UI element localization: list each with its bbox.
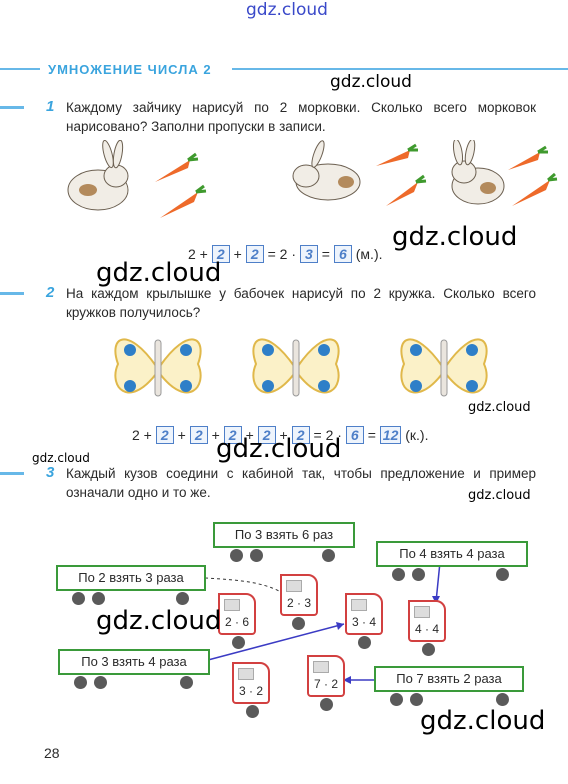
truck-body[interactable]: По 2 взять 3 раза	[56, 565, 206, 591]
wheel-icon	[422, 643, 435, 656]
butterfly-icon	[400, 338, 488, 397]
task3-number: 3	[46, 464, 55, 481]
answer-box[interactable]: 2	[245, 245, 264, 263]
wheel-icon	[250, 549, 263, 562]
cab-label: 4 · 4	[414, 622, 439, 636]
wheel-icon	[92, 592, 105, 605]
wheel-icon	[410, 693, 423, 706]
wheel-icon	[358, 636, 371, 649]
watermark: gdz.cloud	[216, 434, 342, 464]
wheel-icon	[72, 592, 85, 605]
cab-window	[286, 580, 302, 592]
butterfly-icon	[114, 338, 202, 397]
watermark: gdz.cloud	[468, 488, 531, 503]
carrot-icon	[376, 143, 427, 206]
eq-text: = 2 ·	[313, 427, 342, 443]
truck-body[interactable]: По 3 взять 6 раз	[213, 522, 355, 548]
answer-box[interactable]: 12	[379, 426, 402, 444]
cab-window	[351, 599, 367, 611]
answer-box[interactable]: 2	[155, 426, 174, 444]
task3-text: Каждый кузов соедини с кабиной так, чтоб…	[66, 466, 536, 500]
truck-cab[interactable]: 4 · 4	[408, 600, 446, 642]
truck-cab[interactable]: 3 · 4	[345, 593, 383, 635]
truck-body[interactable]: По 7 взять 2 раза	[374, 666, 524, 692]
task1-text: Каждому зайчику нарисуй по 2 морковки. С…	[66, 100, 536, 134]
eq-text: = 2 ·	[267, 246, 297, 262]
watermark: gdz.cloud	[32, 451, 90, 465]
truck-cab[interactable]: 7 · 2	[307, 655, 345, 697]
rabbit-icon	[67, 140, 129, 211]
wheel-icon	[232, 636, 245, 649]
answer-box[interactable]: 3	[299, 245, 318, 263]
cab-window	[414, 606, 430, 618]
wheel-icon	[392, 568, 405, 581]
task1-number: 1	[46, 98, 55, 115]
answer-box[interactable]: 2	[189, 426, 208, 444]
watermark: gdz.cloud	[96, 606, 222, 636]
eq-text: +	[233, 246, 242, 262]
task2-number: 2	[46, 284, 55, 301]
truck-cab[interactable]: 3 · 2	[232, 662, 270, 704]
answer-box[interactable]: 6	[333, 245, 352, 263]
watermark: gdz.cloud	[468, 400, 531, 415]
title-rule	[0, 62, 568, 76]
wheel-icon	[176, 592, 189, 605]
cab-label: 2 · 3	[286, 596, 311, 610]
cab-label: 2 · 6	[224, 615, 249, 629]
butterfly-icon	[252, 338, 340, 397]
watermark: gdz.cloud	[420, 706, 546, 736]
wheel-icon	[390, 693, 403, 706]
task2-equation: 2 + 2 + 2 + 2 + 2 + 2 = 2 · 6 = 12 (к.).	[132, 426, 429, 444]
eq-unit: (к.).	[405, 427, 429, 443]
answer-box[interactable]: 6	[345, 426, 364, 444]
wheel-icon	[94, 676, 107, 689]
task2-text: На каждом крылышке у бабочек нарисуй по …	[66, 286, 536, 320]
page-number: 28	[44, 745, 60, 761]
wheel-icon	[74, 676, 87, 689]
carrot-icon	[508, 145, 558, 206]
answer-box[interactable]: 2	[223, 426, 242, 444]
wheel-icon	[320, 698, 333, 711]
task-marker	[0, 292, 24, 295]
page-title: УМНОЖЕНИЕ ЧИСЛА 2	[48, 62, 212, 77]
eq-text: =	[321, 246, 330, 262]
cab-label: 3 · 2	[238, 684, 263, 698]
top-watermark: gdz.cloud	[246, 0, 328, 20]
task1-equation: 2 + 2 + 2 = 2 · 3 = 6 (м.).	[188, 245, 383, 263]
truck-body[interactable]: По 4 взять 4 раза	[376, 541, 528, 567]
task-marker	[0, 472, 24, 475]
wheel-icon	[230, 549, 243, 562]
truck-cab[interactable]: 2 · 3	[280, 574, 318, 616]
cab-window	[238, 668, 254, 680]
cab-window	[313, 661, 329, 673]
cab-window	[224, 599, 240, 611]
answer-box[interactable]: 2	[291, 426, 310, 444]
watermark: gdz.cloud	[392, 222, 518, 252]
eq-text: 2 +	[132, 427, 152, 443]
truck-body[interactable]: По 3 взять 4 раза	[58, 649, 210, 675]
wheel-icon	[292, 617, 305, 630]
wheel-icon	[496, 568, 509, 581]
wheel-icon	[246, 705, 259, 718]
watermark: gdz.cloud	[96, 258, 222, 288]
rabbit-icon	[292, 140, 361, 201]
answer-box[interactable]: 2	[257, 426, 276, 444]
task-marker	[0, 106, 24, 109]
wheel-icon	[180, 676, 193, 689]
task2-illustration	[114, 338, 488, 397]
cab-label: 7 · 2	[313, 677, 338, 691]
truck-cab[interactable]: 2 · 6	[218, 593, 256, 635]
carrot-icon	[155, 152, 207, 218]
eq-unit: (м.).	[355, 246, 383, 262]
eq-text: 2 +	[188, 246, 208, 262]
wheel-icon	[322, 549, 335, 562]
watermark: gdz.cloud	[330, 72, 412, 92]
wheel-icon	[496, 693, 509, 706]
cab-label: 3 · 4	[351, 615, 376, 629]
rabbit-icon	[451, 140, 505, 205]
task1-illustration	[67, 140, 558, 218]
wheel-icon	[412, 568, 425, 581]
